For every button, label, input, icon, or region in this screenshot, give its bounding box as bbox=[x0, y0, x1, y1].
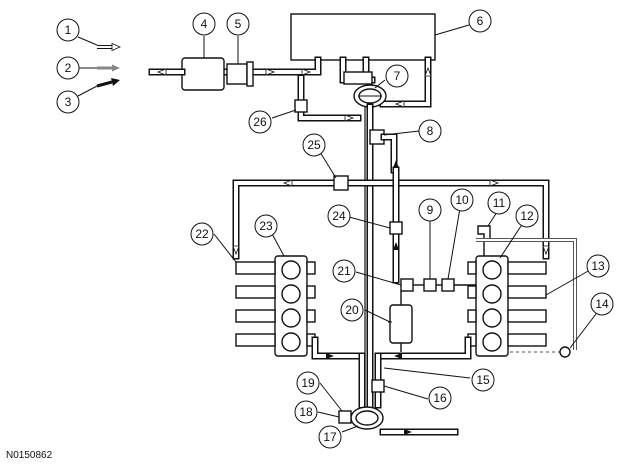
connector-9 bbox=[423, 278, 437, 292]
callout-19: 19 bbox=[296, 371, 320, 395]
purge-valve-26 bbox=[294, 99, 308, 113]
callout-18: 18 bbox=[294, 400, 318, 424]
callout-1: 1 bbox=[56, 18, 80, 42]
connector-21 bbox=[400, 278, 414, 292]
callout-5: 5 bbox=[226, 12, 250, 36]
svg-text:16: 16 bbox=[433, 391, 447, 405]
svg-text:12: 12 bbox=[520, 209, 534, 223]
callout-9: 9 bbox=[418, 198, 442, 222]
callout-24: 24 bbox=[327, 204, 351, 228]
callout-6: 6 bbox=[468, 9, 492, 33]
check-valve-25 bbox=[333, 175, 349, 191]
svg-text:18: 18 bbox=[299, 405, 313, 419]
svg-text:23: 23 bbox=[259, 219, 273, 233]
legend bbox=[77, 36, 121, 97]
callout-4: 4 bbox=[192, 12, 216, 36]
callout-12: 12 bbox=[515, 204, 539, 228]
callout-10: 10 bbox=[450, 188, 474, 212]
cylinder-bank-right bbox=[467, 255, 547, 357]
svg-text:14: 14 bbox=[595, 297, 609, 311]
svg-text:26: 26 bbox=[253, 115, 267, 129]
svg-text:25: 25 bbox=[307, 138, 321, 152]
svg-text:24: 24 bbox=[332, 209, 346, 223]
svg-text:15: 15 bbox=[476, 373, 490, 387]
canister-vent-valve bbox=[226, 63, 248, 85]
svg-text:2: 2 bbox=[65, 61, 72, 75]
svg-text:22: 22 bbox=[195, 227, 209, 241]
callout-11: 11 bbox=[487, 191, 511, 215]
callout-22: 22 bbox=[190, 222, 214, 246]
svg-text:11: 11 bbox=[493, 196, 506, 210]
valve-24 bbox=[389, 221, 403, 235]
callout-26: 26 bbox=[248, 110, 272, 134]
leader-lines bbox=[203, 24, 597, 433]
callout-23: 23 bbox=[254, 214, 278, 238]
svg-text:13: 13 bbox=[591, 259, 605, 273]
callout-7: 7 bbox=[385, 64, 409, 88]
connector-18 bbox=[338, 410, 352, 424]
canister-vent-cap bbox=[246, 61, 254, 87]
svg-text:10: 10 bbox=[455, 193, 469, 207]
sensor-14 bbox=[559, 346, 571, 358]
fuel-level-sender bbox=[343, 71, 373, 85]
callout-16: 16 bbox=[428, 386, 452, 410]
svg-text:9: 9 bbox=[427, 203, 434, 217]
legend-solid-arrow-icon bbox=[96, 78, 120, 88]
callout-15: 15 bbox=[471, 368, 495, 392]
svg-text:1: 1 bbox=[65, 23, 72, 37]
cylinder-bank-left bbox=[235, 255, 316, 357]
svg-text:21: 21 bbox=[337, 264, 351, 278]
callout-17: 17 bbox=[318, 425, 342, 449]
connector-10 bbox=[441, 278, 455, 292]
callout-13: 13 bbox=[586, 254, 610, 278]
callout-25: 25 bbox=[302, 133, 326, 157]
callout-21: 21 bbox=[332, 259, 356, 283]
legend-hollow-arrow-icon bbox=[97, 42, 121, 52]
callout-3: 3 bbox=[56, 90, 80, 114]
svg-text:19: 19 bbox=[301, 376, 315, 390]
svg-text:8: 8 bbox=[427, 124, 434, 138]
svg-text:5: 5 bbox=[235, 17, 242, 31]
svg-text:4: 4 bbox=[201, 17, 208, 31]
svg-text:3: 3 bbox=[65, 95, 72, 109]
figure-code: N0150862 bbox=[6, 450, 53, 461]
callout-20: 20 bbox=[340, 298, 364, 322]
connector-16 bbox=[371, 379, 385, 393]
callout-14: 14 bbox=[590, 292, 614, 316]
callout-2: 2 bbox=[56, 56, 80, 80]
svg-text:17: 17 bbox=[323, 430, 337, 444]
fuel-tank bbox=[290, 13, 436, 61]
evap-canister bbox=[181, 57, 225, 91]
evap-purge-valve-20 bbox=[389, 304, 413, 344]
svg-text:7: 7 bbox=[394, 69, 401, 83]
legend-gray-arrow-icon bbox=[97, 64, 120, 72]
svg-text:6: 6 bbox=[477, 14, 484, 28]
sensor-11 bbox=[477, 225, 491, 241]
svg-text:20: 20 bbox=[345, 303, 359, 317]
callout-8: 8 bbox=[418, 119, 442, 143]
